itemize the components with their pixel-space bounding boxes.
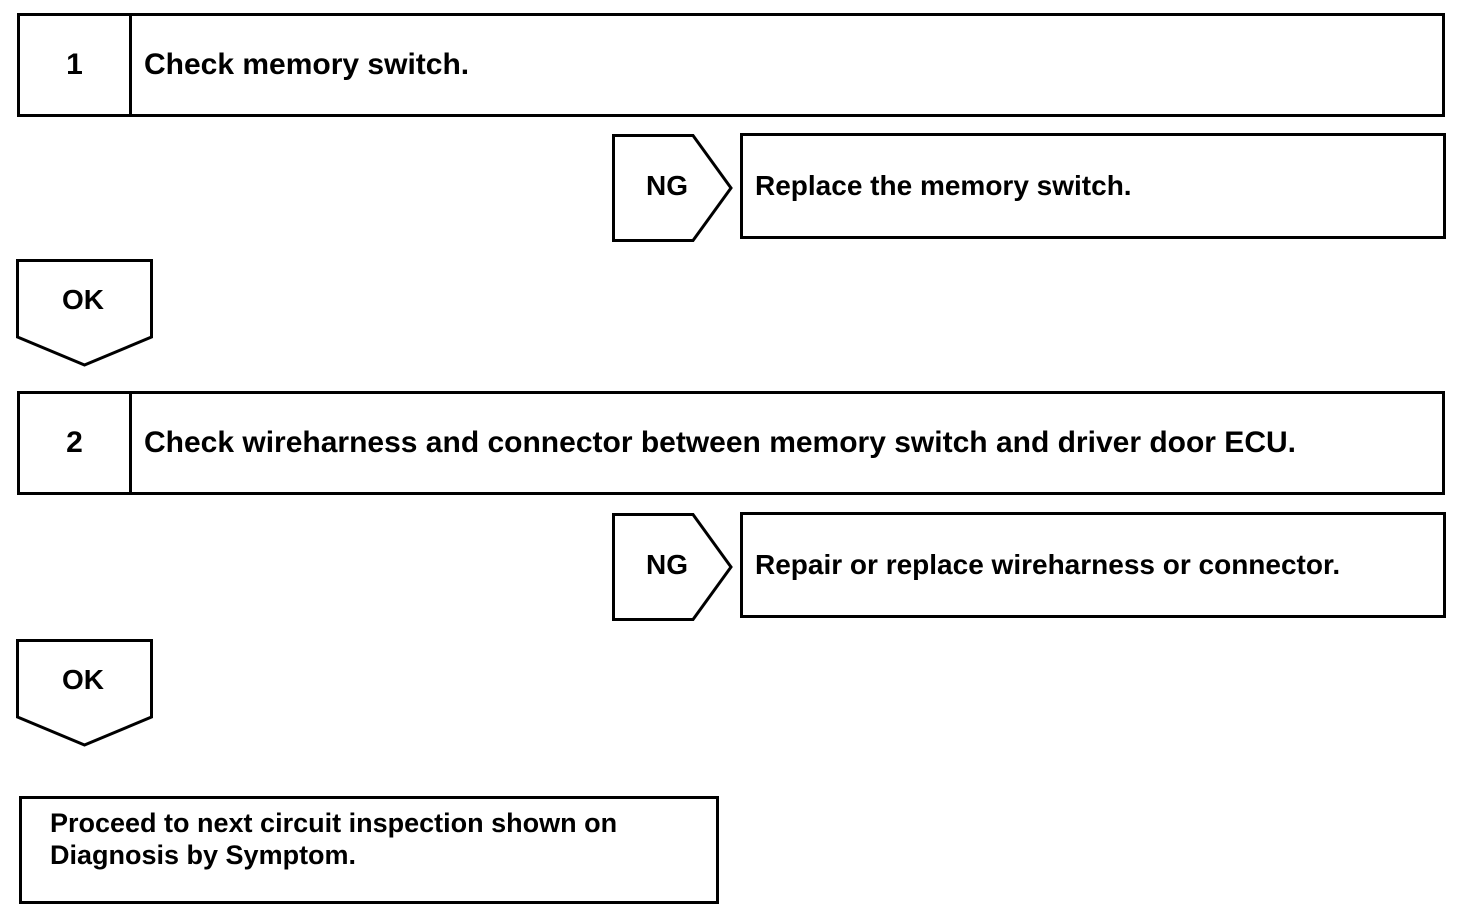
step-2-box: 2 Check wireharness and connector betwee…: [17, 391, 1445, 495]
step-2-number: 2: [20, 394, 132, 492]
ng-arrow-2: [612, 513, 733, 621]
step-2-text: Check wireharness and connector between …: [144, 426, 1296, 459]
step-1-box: 1 Check memory switch.: [17, 13, 1445, 117]
ok-label-2: OK: [62, 664, 104, 695]
ok-arrow-1: [16, 259, 153, 367]
final-instruction-text: Proceed to next circuit inspection shown…: [50, 808, 618, 870]
ok-label-1: OK: [62, 284, 104, 315]
ng-arrow-1: [612, 134, 733, 242]
ok-arrow-2: [16, 639, 153, 747]
step-1-text: Check memory switch.: [144, 48, 470, 81]
step-1-number: 1: [20, 16, 132, 114]
ng-action-1: Replace the memory switch.: [740, 133, 1446, 239]
final-instruction-box: Proceed to next circuit inspection shown…: [19, 796, 719, 904]
ng-label-2: NG: [646, 549, 688, 580]
ng-action-2: Repair or replace wireharness or connect…: [740, 512, 1446, 618]
ng-label-1: NG: [646, 170, 688, 201]
